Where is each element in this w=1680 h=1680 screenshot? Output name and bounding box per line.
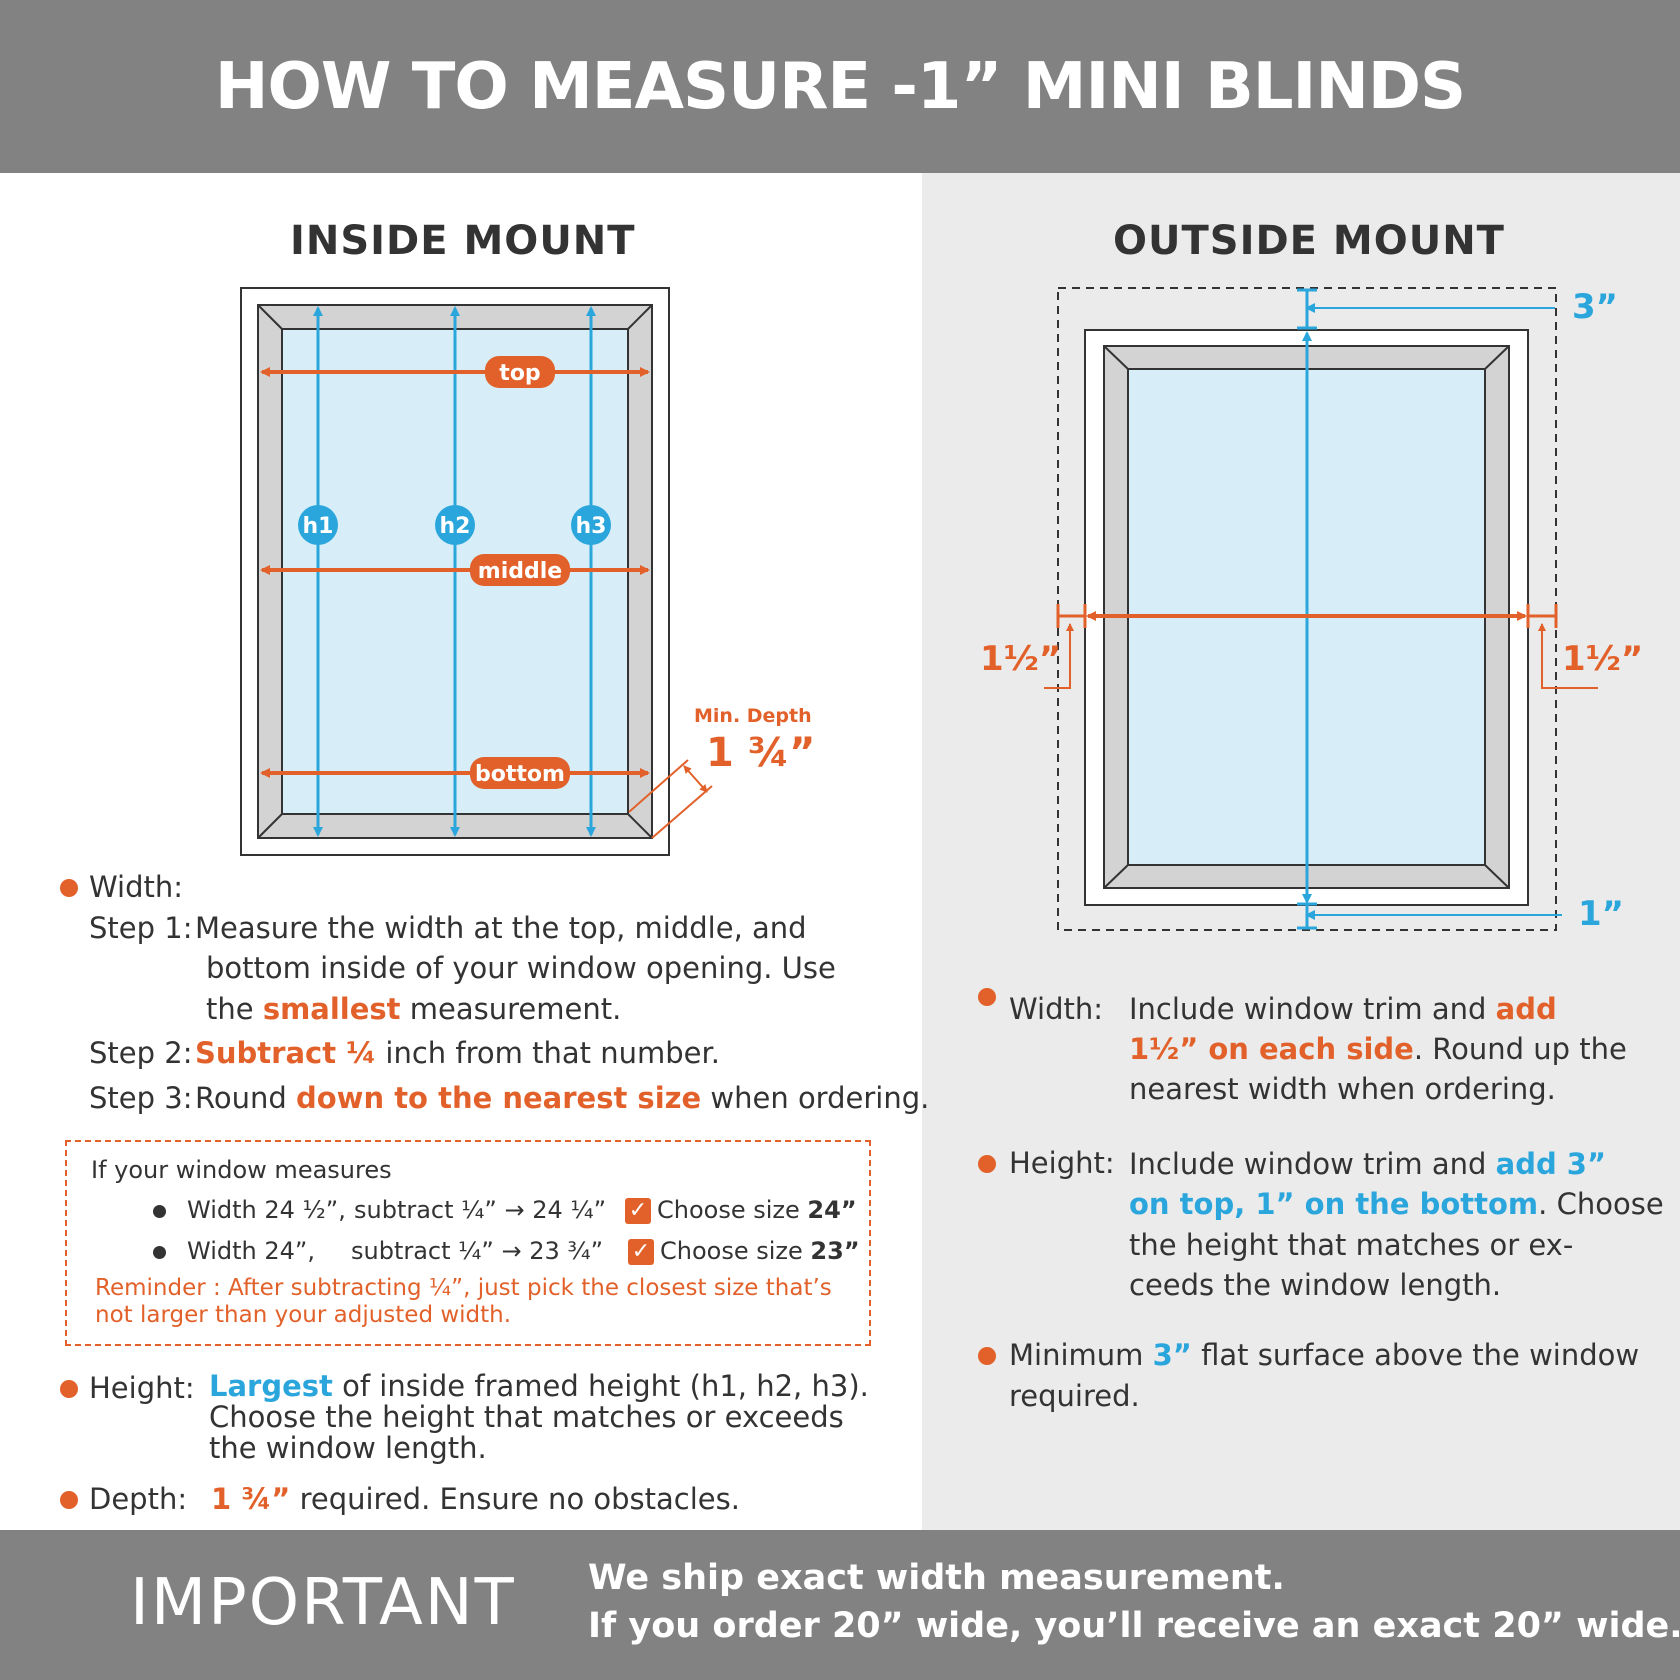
outside-width-line-b: 1½” on each side. Round up the bbox=[1129, 1032, 1627, 1066]
outside-width-line-c: nearest width when ordering. bbox=[1129, 1072, 1556, 1106]
example-box: If your window measures Width 24 ½”, sub… bbox=[65, 1140, 871, 1346]
outside-height-label: Height: bbox=[1009, 1146, 1115, 1180]
h1-label: h1 bbox=[303, 514, 334, 539]
step2-line: Subtract ¼ inch from that number. bbox=[195, 1036, 720, 1070]
step3-line: Round down to the nearest size when orde… bbox=[195, 1081, 930, 1115]
inside-height-line-c: the window length. bbox=[209, 1431, 487, 1465]
h3-badge bbox=[571, 505, 611, 545]
example-intro: If your window measures bbox=[91, 1156, 392, 1184]
h2-label: h2 bbox=[440, 514, 471, 539]
bottom-label-pill bbox=[470, 757, 570, 789]
outside-height-line-b: on top, 1” on the bottom. Choose bbox=[1129, 1187, 1664, 1221]
outside-height-line-a: Include window trim and add 3” bbox=[1129, 1147, 1607, 1181]
width-bullet bbox=[60, 879, 78, 897]
example-row1-width: Width 24 ½”, bbox=[187, 1196, 346, 1224]
outside-height-line-d: ceeds the window length. bbox=[1129, 1268, 1502, 1302]
outside-mount-title: OUTSIDE MOUNT bbox=[1113, 218, 1505, 264]
example-reminder-line-2: not larger than your adjusted width. bbox=[95, 1302, 512, 1328]
example-reminder-line-1: Reminder : After subtracting ¼”, just pi… bbox=[95, 1275, 832, 1301]
step1-prefix: Step 1: bbox=[89, 911, 193, 945]
example-row2-choose: Choose size 23” bbox=[660, 1237, 860, 1265]
outside-bottom-dim: 1” bbox=[1578, 894, 1624, 934]
example-row1-choose: Choose size 24” bbox=[657, 1196, 857, 1224]
top-label: top bbox=[499, 361, 540, 386]
outside-top-dim: 3” bbox=[1572, 287, 1618, 327]
header-banner: HOW TO MEASURE -1” MINI BLINDS bbox=[0, 0, 1680, 173]
footer-line-1: We ship exact width measurement. bbox=[588, 1558, 1285, 1598]
inside-height-line-b: Choose the height that matches or exceed… bbox=[209, 1400, 844, 1434]
example-row1-subtract: subtract ¼” → 24 ¼” bbox=[354, 1196, 607, 1224]
step1-line-a: Measure the width at the top, middle, an… bbox=[195, 911, 807, 945]
example-bullet-2 bbox=[153, 1246, 166, 1259]
footer-banner: IMPORTANT We ship exact width measuremen… bbox=[0, 1530, 1680, 1680]
footer-line-2: If you order 20” wide, you’ll receive an… bbox=[588, 1606, 1680, 1646]
outside-right-dim: 1½” bbox=[1562, 639, 1643, 679]
example-bullet-1 bbox=[153, 1205, 166, 1218]
inside-width-label: Width: bbox=[89, 870, 184, 904]
outside-minimum-line-a: Minimum 3” flat surface above the window bbox=[1009, 1338, 1640, 1372]
inside-height-label: Height: bbox=[89, 1371, 195, 1405]
outside-left-dim: 1½” bbox=[980, 639, 1061, 679]
middle-label-pill bbox=[470, 554, 570, 586]
inside-mount-title: INSIDE MOUNT bbox=[290, 218, 636, 264]
middle-label: middle bbox=[478, 559, 562, 584]
outside-width-line-a: Include window trim and add bbox=[1129, 992, 1557, 1026]
outside-minimum-bullet bbox=[978, 1347, 996, 1365]
inside-height-line-a: Largest of inside framed height (h1, h2,… bbox=[209, 1369, 869, 1403]
step1-line-b: bottom inside of your window opening. Us… bbox=[206, 951, 836, 985]
outside-width-bullet bbox=[978, 988, 996, 1006]
check-icon: ✓ bbox=[625, 1198, 651, 1224]
bottom-label: bottom bbox=[475, 762, 565, 787]
outside-height-line-c: the height that matches or ex- bbox=[1129, 1228, 1574, 1262]
outside-minimum-line-b: required. bbox=[1009, 1379, 1140, 1413]
page-title: HOW TO MEASURE -1” MINI BLINDS bbox=[214, 49, 1466, 124]
min-depth-value: 1 ¾” bbox=[706, 730, 815, 776]
step3-prefix: Step 3: bbox=[89, 1081, 193, 1115]
footer-important-label: IMPORTANT bbox=[130, 1566, 516, 1640]
inside-depth-label: Depth: bbox=[89, 1482, 188, 1516]
outside-height-bullet bbox=[978, 1155, 996, 1173]
inside-depth-text: 1 ¾” required. Ensure no obstacles. bbox=[211, 1482, 740, 1516]
min-depth-label: Min. Depth bbox=[694, 705, 812, 727]
h1-badge bbox=[298, 505, 338, 545]
outside-width-label: Width: bbox=[1009, 992, 1104, 1026]
depth-bullet bbox=[60, 1491, 78, 1509]
height-bullet bbox=[60, 1380, 78, 1398]
h3-label: h3 bbox=[576, 514, 607, 539]
example-row2-subtract: subtract ¼” → 23 ¾” bbox=[351, 1237, 604, 1265]
example-row2-width: Width 24”, bbox=[187, 1237, 315, 1265]
check-icon: ✓ bbox=[628, 1239, 654, 1265]
top-label-pill bbox=[485, 356, 555, 388]
step2-prefix: Step 2: bbox=[89, 1036, 193, 1070]
step1-line-c: the smallest measurement. bbox=[206, 992, 622, 1026]
h2-badge bbox=[435, 505, 475, 545]
